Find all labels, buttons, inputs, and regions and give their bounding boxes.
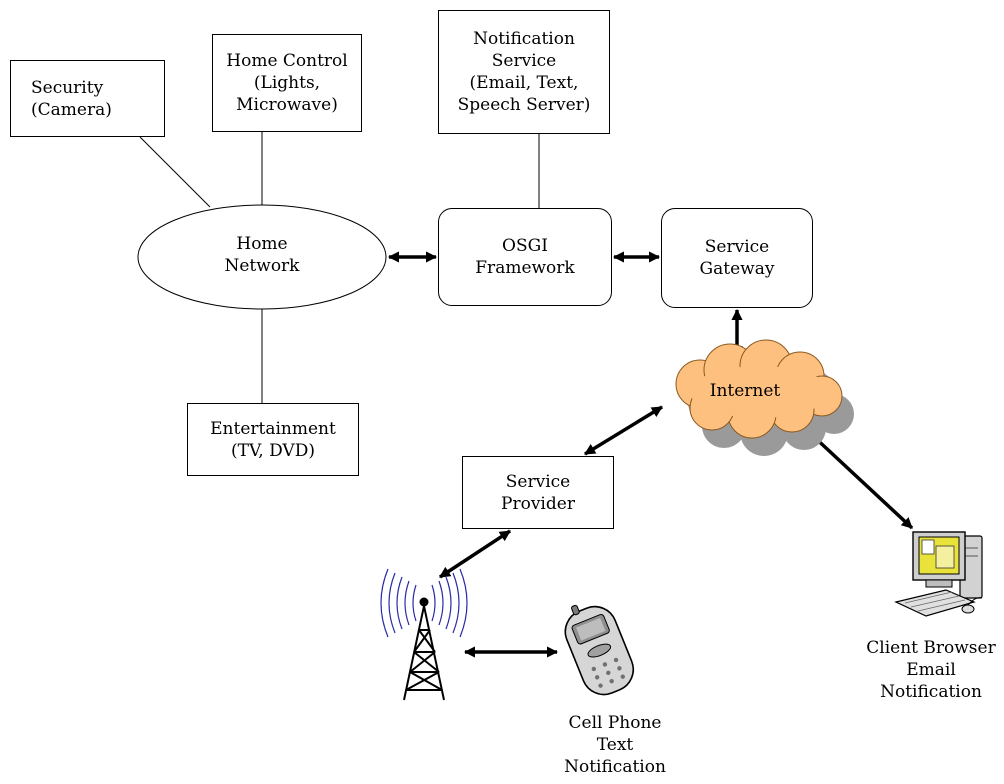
internet-provider-arrow (584, 405, 663, 456)
service-gateway-label-line-1: Service (704, 237, 770, 257)
cell-phone-label-line-2: Text (596, 735, 634, 755)
osgi-framework-label-line-1: OSGI (502, 236, 548, 256)
service-gateway-box: Service Gateway (661, 208, 813, 308)
osgi-framework-label-line-2: Framework (475, 258, 575, 278)
provider-tower-arrow (439, 529, 511, 579)
entertainment-box: Entertainment (TV, DVD) (187, 403, 359, 476)
home-network-label-line-2: Network (224, 256, 300, 276)
notification-service-label-line-2: Service (491, 51, 557, 71)
osgi-framework-box: OSGI Framework (438, 208, 612, 306)
internet-label-text: Internet (709, 381, 781, 401)
notification-service-box: Notification Service (Email, Text, Speec… (438, 10, 610, 134)
internet-label: Internet (690, 380, 800, 402)
notification-service-label-line-1: Notification (473, 29, 575, 49)
cell-phone-icon (564, 604, 635, 696)
security-label-line-1: Security (31, 77, 104, 98)
service-gateway-label-line-2: Gateway (699, 259, 775, 279)
home-network-label-line-1: Home (236, 234, 288, 254)
cell-phone-label-line-1: Cell Phone (568, 713, 662, 733)
home-control-label-line-2: (Lights, (253, 73, 321, 93)
client-browser-label: Client Browser Email Notification (858, 637, 1004, 703)
client-browser-label-line-1: Client Browser (866, 638, 996, 658)
notification-service-label-line-4: Speech Server) (457, 95, 591, 115)
entertainment-label-line-1: Entertainment (210, 418, 336, 439)
entertainment-label-line-2: (TV, DVD) (231, 440, 315, 461)
home-control-box: Home Control (Lights, Microwave) (212, 34, 362, 132)
notification-service-label-line-3: (Email, Text, (469, 73, 579, 93)
internet-cloud-icon (675, 339, 854, 456)
service-provider-label-line-2: Provider (501, 493, 575, 514)
home-network-ellipse (137, 204, 387, 310)
home-network-label: Home Network (182, 233, 342, 277)
security-to-network-line (139, 136, 211, 208)
home-control-label-line-3: Microwave) (236, 95, 338, 115)
client-browser-label-line-2: Email (906, 660, 956, 680)
home-control-label-line-1: Home Control (226, 51, 348, 71)
cell-tower-icon (380, 568, 468, 701)
security-label-line-2: (Camera) (31, 99, 112, 120)
cell-phone-label-line-3: Notification (564, 757, 666, 777)
desktop-computer-icon (894, 531, 983, 617)
service-provider-label-line-1: Service (505, 471, 571, 492)
service-provider-box: Service Provider (462, 456, 614, 529)
security-box: Security (Camera) (10, 60, 165, 137)
client-browser-label-line-3: Notification (880, 682, 982, 702)
cell-phone-label: Cell Phone Text Notification (545, 712, 685, 778)
internet-client-arrow (809, 432, 914, 530)
